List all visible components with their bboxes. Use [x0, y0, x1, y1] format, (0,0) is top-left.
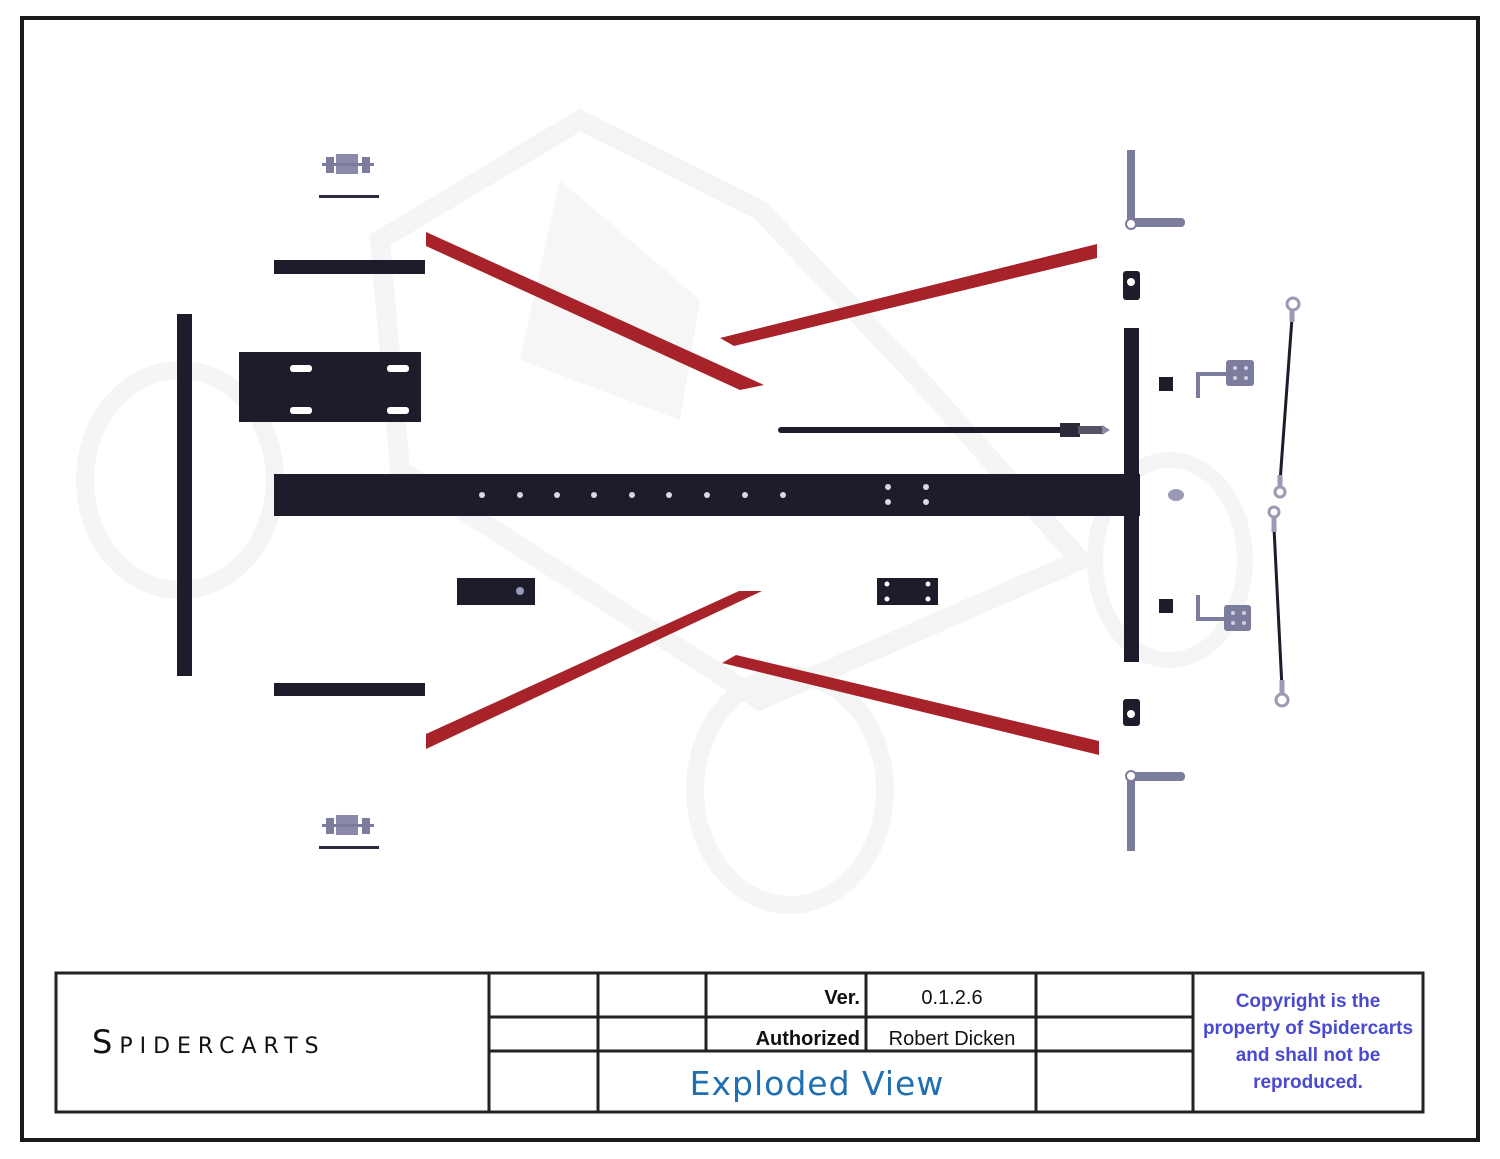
sheet-border [20, 16, 1480, 1142]
rear-axle-bar [177, 314, 192, 676]
lower-bearing-hardware [319, 815, 379, 849]
lower-tie-rod [1267, 505, 1290, 708]
authorized-value: Robert Dicken [888, 1028, 1016, 1050]
seat-mount-plate [239, 352, 421, 422]
lower-rear-brace [426, 591, 762, 749]
front-axle-bar [1124, 328, 1139, 662]
version-label: Ver. [824, 987, 860, 1009]
title-block: Spidercarts Ver. 0.1.2.6 Authorized Robe… [56, 973, 1423, 1112]
lower-spindle [1125, 770, 1185, 851]
lower-cross-member [274, 683, 425, 696]
lower-steering-arm [1196, 595, 1251, 631]
main-spine-beam [274, 474, 1140, 516]
upper-tie-rod [1273, 296, 1301, 499]
upper-spindle [1125, 150, 1185, 230]
upper-cross-member [274, 260, 425, 274]
copyright-notice: Copyright is the property of Spidercarts… [1202, 991, 1414, 1093]
steering-mount-plate [877, 578, 938, 605]
lower-kingpin-bracket [1123, 699, 1140, 726]
version-value: 0.1.2.6 [921, 987, 983, 1009]
upper-steering-arm [1196, 360, 1254, 398]
view-title: Exploded View [689, 1064, 945, 1103]
lower-front-brace [722, 655, 1099, 755]
center-bushing [1168, 489, 1184, 501]
upper-bearing-hardware [319, 154, 379, 198]
steering-column-rod [778, 423, 1110, 437]
upper-kingpin-bracket [1123, 271, 1140, 300]
authorized-label: Authorized [755, 1028, 860, 1050]
pedal-mount-plate [457, 578, 535, 605]
lower-square-nut [1159, 599, 1173, 613]
upper-square-nut [1159, 377, 1173, 391]
upper-front-brace [720, 244, 1097, 346]
upper-rear-brace [426, 232, 764, 390]
company-name: Spidercarts [92, 1023, 326, 1061]
title-block-grid [54, 971, 1425, 1114]
